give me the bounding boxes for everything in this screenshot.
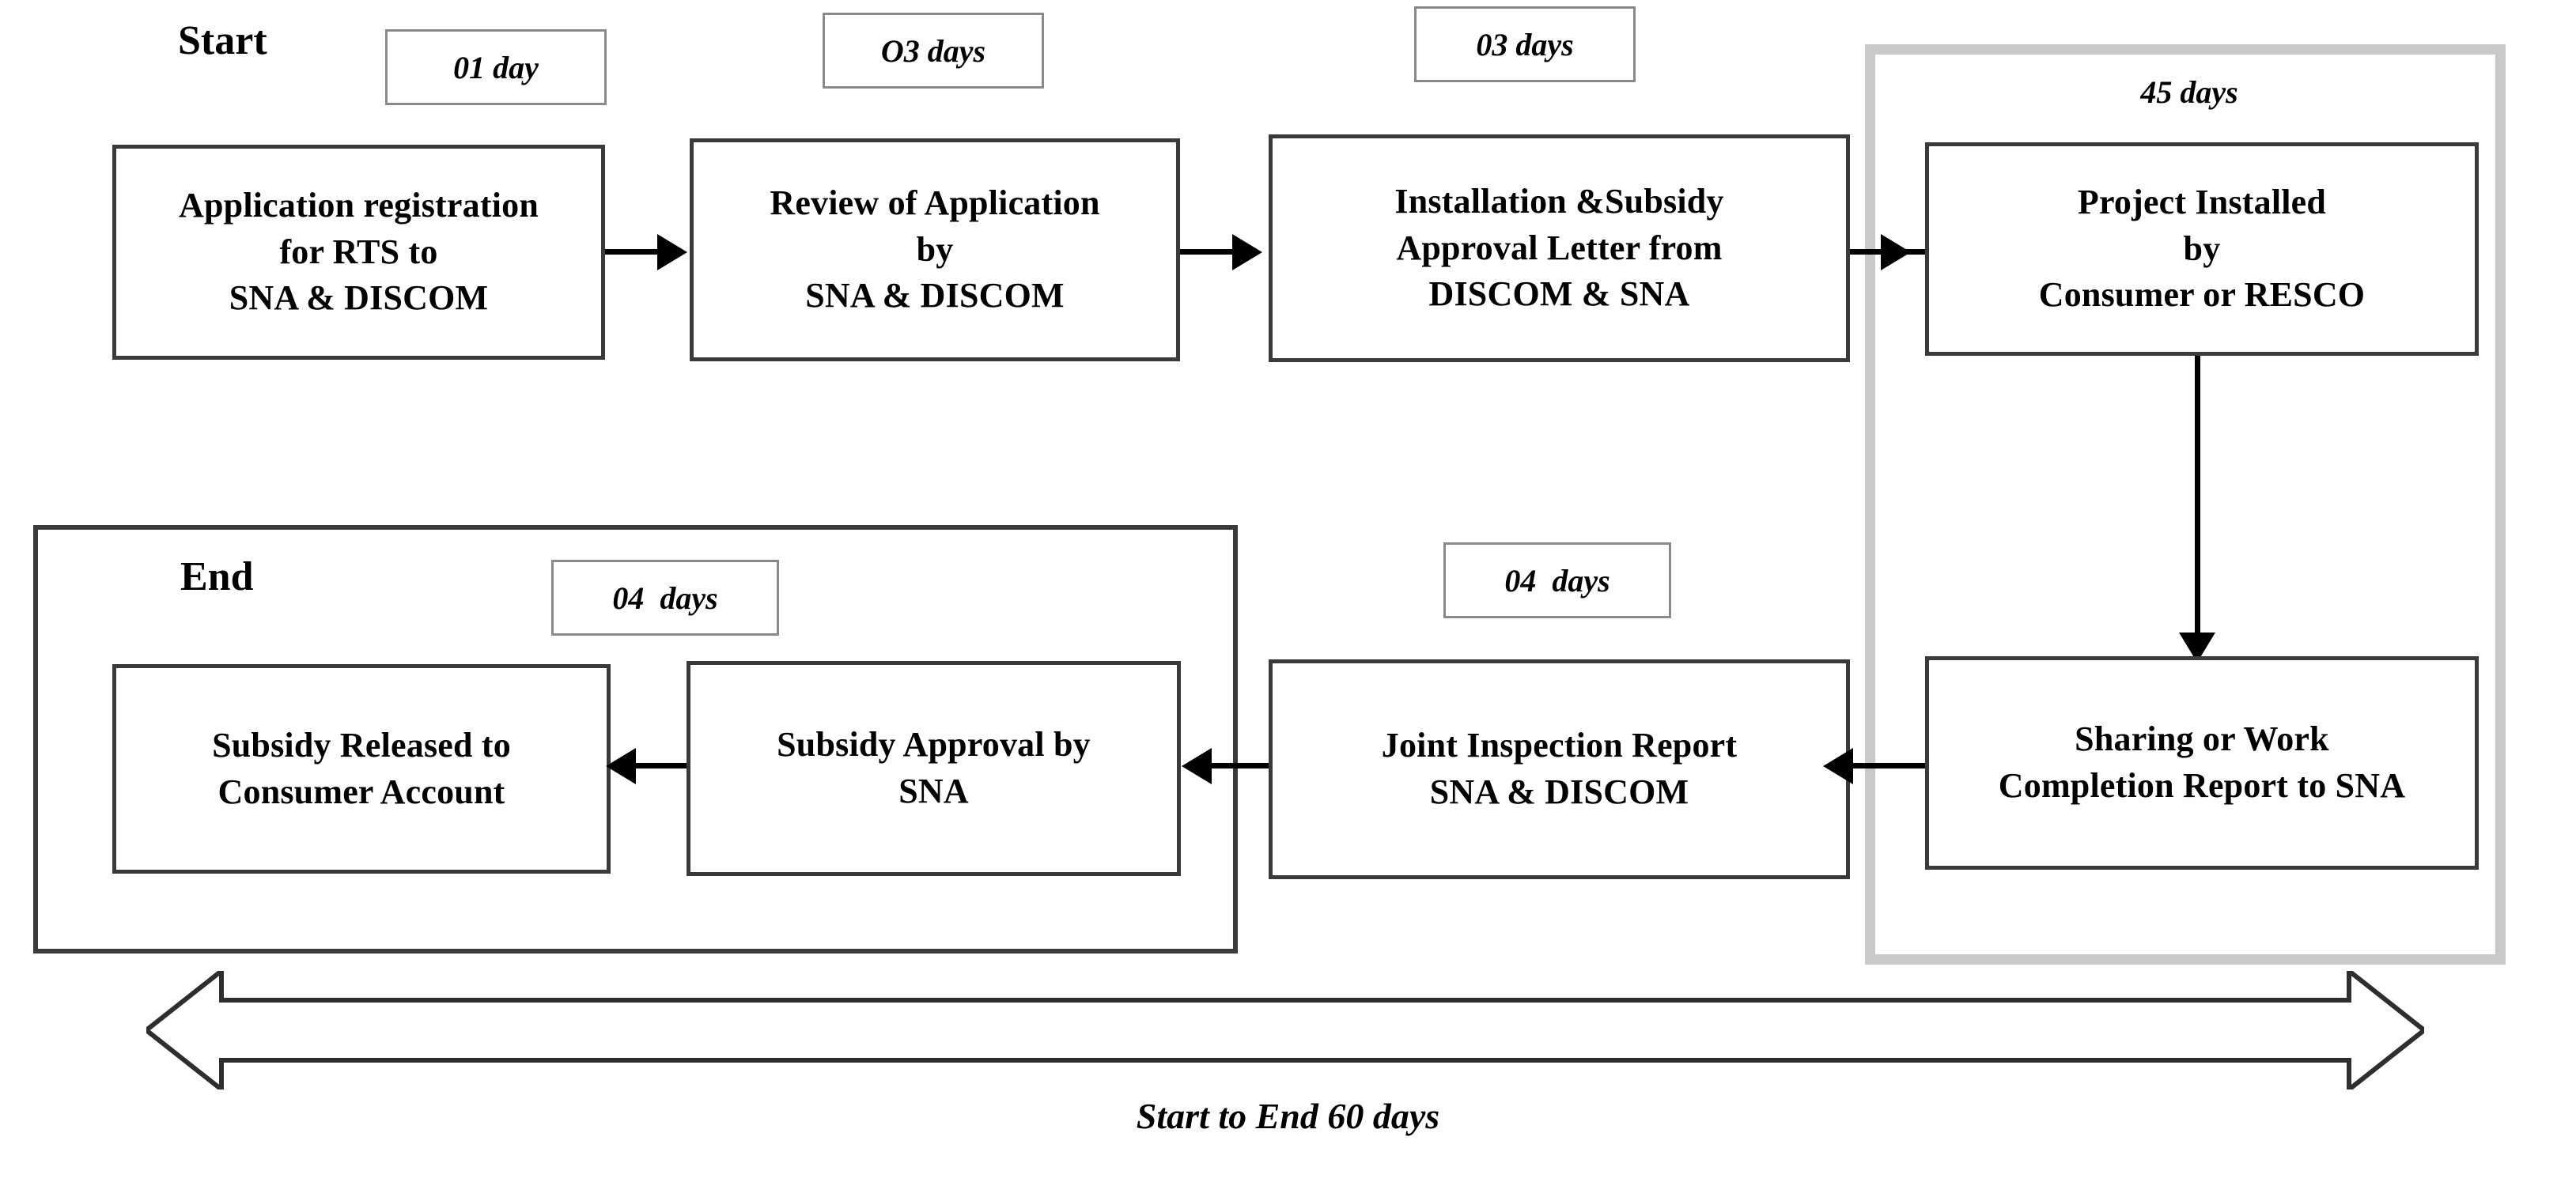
duration-tag-03-days: 03 days [1414,6,1636,82]
duration-tag-04-days-inspection: 04 days [1443,542,1671,618]
step-box-review-of-application[interactable]: Review of Application by SNA & DISCOM [690,138,1180,361]
step-box-joint-inspection-report[interactable]: Joint Inspection Report SNA & DISCOM [1269,659,1850,879]
arrowhead-step6-to-step7 [1182,748,1212,784]
step-label-review-of-application: Review of Application by SNA & DISCOM [770,183,1100,315]
duration-tag-o3-days: O3 days [823,13,1044,89]
arrowhead-step1-to-step2 [657,234,687,270]
installation-phase-group-frame [1865,44,2506,965]
step-box-subsidy-approval-by-sna[interactable]: Subsidy Approval by SNA [687,661,1181,876]
arrowhead-step7-to-step8 [606,748,636,784]
total-duration-caption: Start to End 60 days [1136,1096,1440,1136]
duration-tag-01-day: 01 day [385,29,607,105]
connector-step5-to-step6 [1853,763,1940,768]
arrowhead-step5-to-step6 [1823,748,1853,784]
step-label-sharing-work-completion-report: Sharing or Work Completion Report to SNA [1998,719,2406,805]
step-box-sharing-work-completion-report[interactable]: Sharing or Work Completion Report to SNA [1925,656,2479,870]
step-label-joint-inspection-report: Joint Inspection Report SNA & DISCOM [1381,726,1738,811]
arrowhead-step2-to-step3 [1232,234,1262,270]
step-label-installation-subsidy-approval-letter: Installation &Subsidy Approval Letter fr… [1394,182,1724,314]
duration-tag-45-days: 45 days [2140,74,2238,110]
connector-step1-to-step2 [605,249,659,255]
step-box-subsidy-released-to-consumer[interactable]: Subsidy Released to Consumer Account [112,664,611,874]
step-label-application-registration: Application registration for RTS to SNA … [179,186,539,318]
total-duration-span-arrow [146,971,2424,1089]
duration-tag-04-days-approval: 04 days [551,560,779,636]
step-label-project-installed: Project Installed by Consumer or RESCO [2038,183,2366,315]
step-box-project-installed[interactable]: Project Installed by Consumer or RESCO [1925,142,2479,356]
end-label: End [180,554,254,599]
connector-step7-to-step8 [633,763,688,768]
arrowhead-step3-to-step4 [1881,234,1911,270]
step-box-application-registration[interactable]: Application registration for RTS to SNA … [112,145,605,360]
connector-step6-to-step7 [1209,763,1273,768]
end-phase-outer-frame [33,525,1238,954]
step-label-subsidy-approval-by-sna: Subsidy Approval by SNA [777,725,1091,810]
connector-step4-to-step5 [2195,356,2200,656]
step-label-subsidy-released-to-consumer: Subsidy Released to Consumer Account [212,725,511,811]
step-box-installation-subsidy-approval-letter[interactable]: Installation &Subsidy Approval Letter fr… [1269,134,1850,362]
connector-step2-to-step3 [1180,249,1234,255]
start-label: Start [178,18,267,63]
